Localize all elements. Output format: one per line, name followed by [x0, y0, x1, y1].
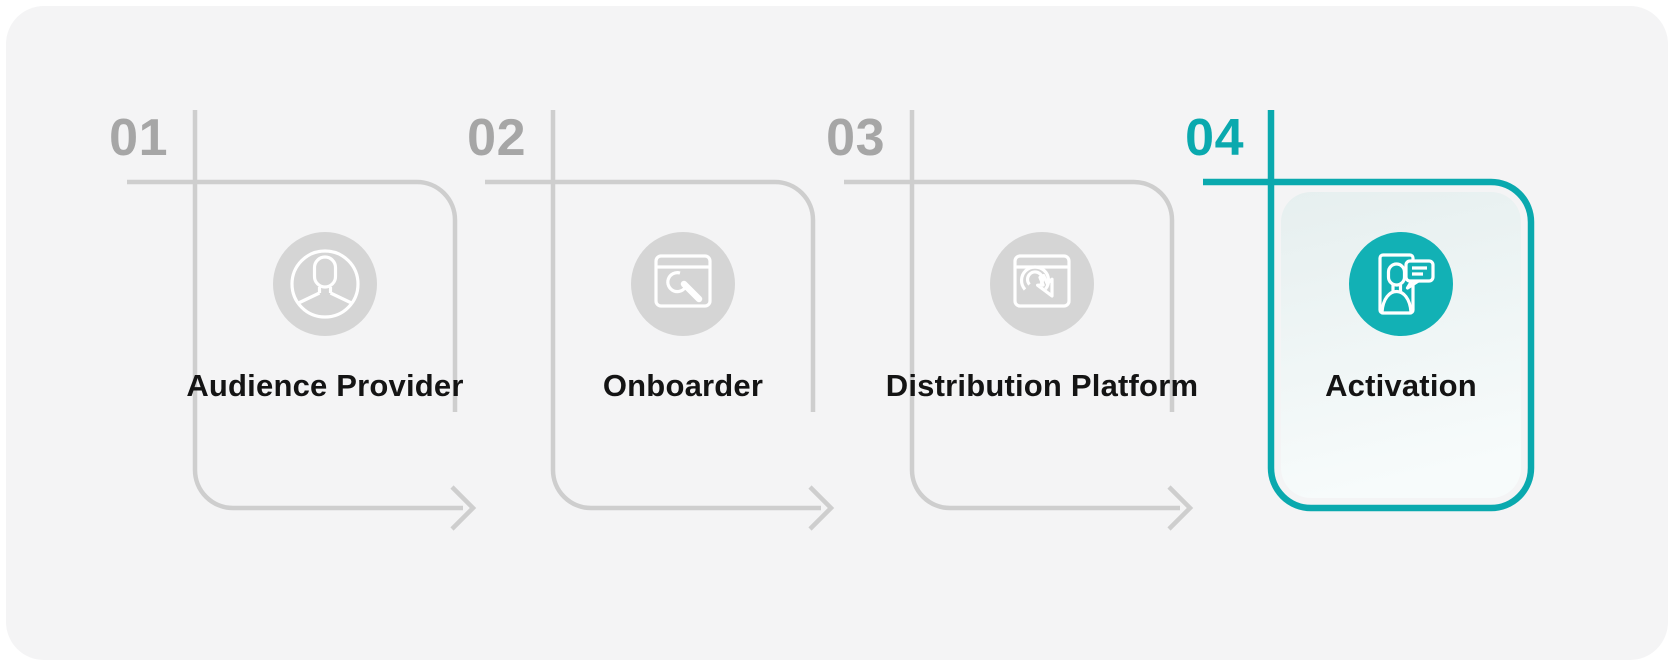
flow-frame-arrow	[127, 110, 477, 531]
browser-cursor-icon	[990, 232, 1094, 336]
id-card-chat-icon	[1349, 232, 1453, 336]
arrow-right-icon	[1167, 485, 1194, 531]
step-label: Activation	[1325, 368, 1477, 403]
step-audience-provider: 01 Audience Provider	[109, 0, 530, 666]
active-step-card	[1203, 110, 1535, 512]
step-number: 03	[826, 109, 885, 167]
flow-frame-arrow	[485, 110, 835, 531]
step-number: 04	[1185, 109, 1244, 167]
arrow-right-icon	[450, 485, 477, 531]
step-label: Audience Provider	[186, 368, 464, 403]
step-number: 02	[467, 109, 526, 167]
active-card-fill	[1281, 192, 1521, 498]
flow-frame-arrow	[844, 110, 1194, 531]
step-activation: 04 Activation	[1185, 0, 1606, 666]
user-avatar-icon	[273, 232, 377, 336]
browser-wrench-icon	[631, 232, 735, 336]
step-number: 01	[109, 109, 168, 167]
step-distribution-platform: 03 Distribution Platform	[826, 0, 1247, 666]
step-onboarder: 02 Onboarder	[467, 0, 888, 666]
arrow-right-icon	[808, 485, 835, 531]
step-label: Onboarder	[602, 368, 764, 403]
step-label: Distribution Platform	[885, 368, 1199, 403]
active-card-border	[1203, 110, 1535, 512]
